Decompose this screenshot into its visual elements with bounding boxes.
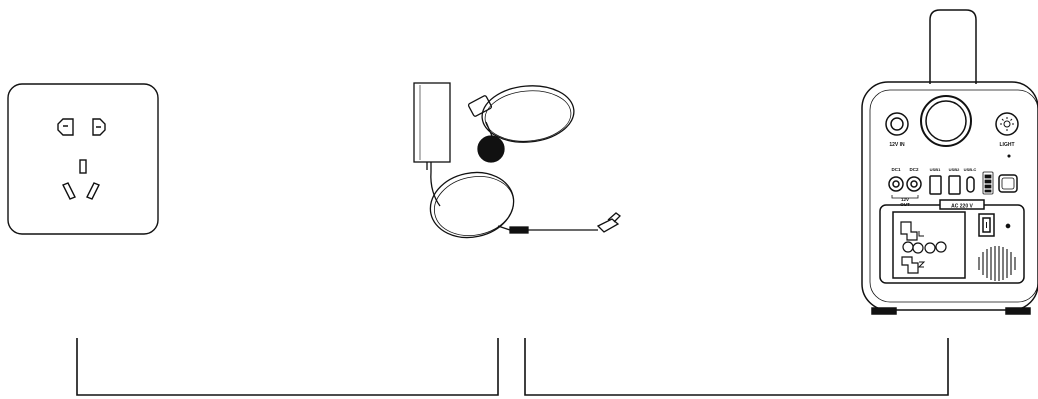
ac-outlet-slots-icon [900, 221, 947, 274]
dc1-output-port [888, 176, 904, 192]
ac-plug-head [477, 135, 505, 163]
label-12v-out-line2: OUT [900, 202, 910, 207]
label-dc2: DC2 [909, 167, 918, 172]
dc-plug-icon [596, 212, 621, 233]
usb-switch-button [998, 174, 1018, 193]
usb1-port [929, 175, 942, 195]
ac-adapter [413, 82, 621, 239]
label-12v-out-line1: 12V [901, 197, 909, 202]
label-light: LIGHT [1000, 142, 1015, 148]
dc2-output-port [906, 176, 922, 192]
adapter-brick [413, 82, 451, 163]
dc-input-port [885, 112, 909, 136]
label-usb2: USB2 [949, 167, 960, 172]
power-button [920, 95, 972, 147]
cord-ferrite [509, 226, 529, 234]
socket-slot-center-icon [79, 159, 87, 174]
ac-switch [978, 213, 995, 237]
label-usb1: USB1 [930, 167, 941, 172]
station-handle [929, 9, 977, 84]
socket-slot-angled-right-icon [86, 182, 100, 200]
usbc-port [966, 176, 975, 193]
power-station: 12V IN LIGHT DC1 DC2 USB1 USB2 USB-C 12V… [861, 9, 1038, 315]
bracket-left [76, 338, 499, 396]
label-12v-in: 12V IN [889, 142, 905, 148]
label-ac: AC 220 V [951, 204, 973, 210]
light-bulb-icon [1000, 117, 1014, 131]
ac-panel [879, 204, 1025, 284]
ac-plug [467, 95, 493, 117]
ac-outlet [892, 211, 966, 279]
wall-socket [7, 83, 159, 235]
usb2-port [948, 175, 961, 195]
ac-label-box [939, 199, 985, 210]
socket-slot-left-icon [57, 118, 74, 136]
station-body [861, 81, 1038, 311]
socket-plate [7, 83, 159, 235]
label-dc1: DC1 [891, 167, 900, 172]
ac-indicator [1005, 223, 1011, 229]
vent-grill [978, 246, 1016, 281]
light-button [995, 112, 1019, 136]
grouping-brackets [76, 338, 949, 396]
battery-level-icon [982, 171, 994, 195]
bracket-right [524, 338, 949, 396]
socket-slot-right-icon [92, 118, 106, 136]
label-usbc: USB-C [964, 167, 977, 172]
socket-slot-angled-left-icon [62, 182, 76, 200]
